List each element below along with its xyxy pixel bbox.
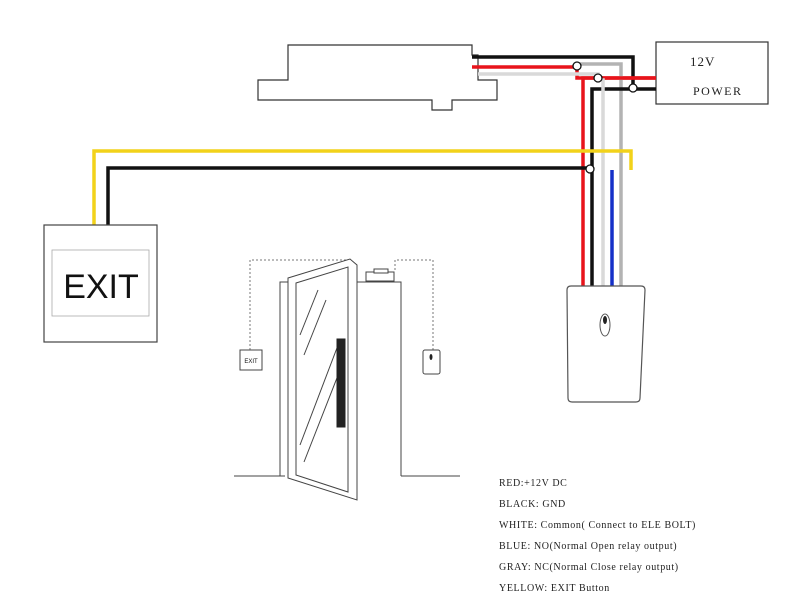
legend-yellow: YELLOW: EXIT Button	[499, 583, 610, 594]
junction-dot	[628, 83, 638, 93]
legend-blue: BLUE: NO(Normal Open relay output)	[499, 541, 677, 552]
exit-button: EXIT	[43, 224, 158, 343]
legend-black: BLACK: GND	[499, 499, 566, 510]
white-wire-reader	[598, 78, 605, 286]
legend-white: WHITE: Common( Connect to ELE BOLT)	[499, 520, 696, 531]
wire-color-legend: RED:+12V DC BLACK: GND WHITE: Common( Co…	[499, 478, 696, 594]
electric-bolt-lock	[257, 44, 498, 111]
power-supply-label: POWER	[693, 84, 743, 98]
junction-dot	[572, 61, 582, 71]
power-supply-voltage: 12V	[690, 54, 715, 69]
door-installation	[234, 258, 460, 501]
junction-dot	[585, 164, 595, 174]
wiring	[92, 55, 656, 286]
card-reader-led-icon	[599, 313, 611, 337]
gray-wire-bolt-reader	[577, 62, 623, 286]
small-card-reader	[422, 349, 441, 375]
junction-dot	[593, 73, 603, 83]
legend-gray: GRAY: NC(Normal Close relay output)	[499, 562, 679, 573]
black-wire-exit	[106, 166, 592, 225]
black-wire-bolt-power	[472, 55, 656, 91]
card-reader	[566, 285, 646, 403]
small-exit-button: EXIT	[239, 349, 263, 371]
legend-red: RED:+12V DC	[499, 478, 567, 489]
black-wire-reader	[590, 87, 633, 286]
red-wire-reader	[581, 76, 656, 286]
yellow-wire-exit	[92, 149, 633, 225]
small-exit-button-label: EXIT	[244, 359, 258, 365]
exit-button-label: EXIT	[63, 268, 139, 306]
wire-junctions	[572, 61, 638, 174]
power-supply: 12V POWER	[655, 41, 769, 105]
